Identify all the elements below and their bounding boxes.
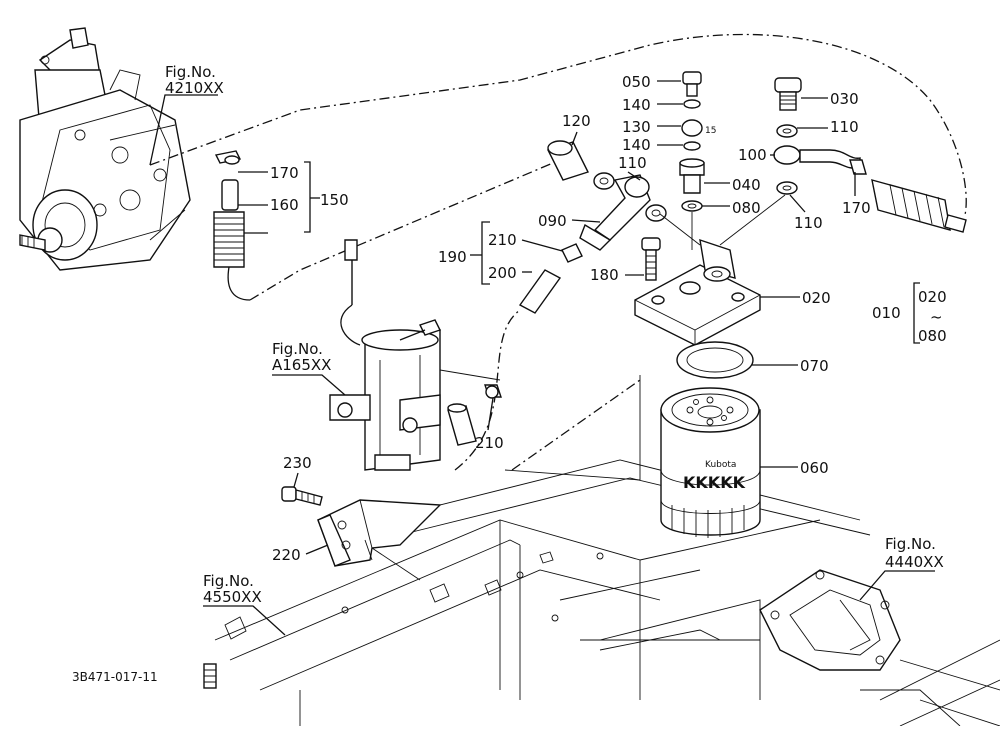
part-080b: 080 <box>918 327 947 345</box>
part-140b: 140 <box>622 136 651 154</box>
bolt-stack <box>679 71 705 212</box>
fig-label-housing: Fig.No. <box>885 535 936 553</box>
fig-code-frame: 4550XX <box>203 588 262 606</box>
part-030: 030 <box>830 90 859 108</box>
part-010: 010 <box>872 304 901 322</box>
bolt-mark: 15 <box>705 126 716 136</box>
part-140a: 140 <box>622 96 651 114</box>
part-050: 050 <box>622 73 651 91</box>
part-200: 200 <box>488 264 517 282</box>
part-120: 120 <box>562 112 591 130</box>
part-220: 220 <box>272 546 301 564</box>
drawing-number: 3B471-017-11 <box>72 670 158 684</box>
fuel-filter-060 <box>660 387 761 538</box>
small-hose <box>447 384 502 446</box>
banjo-fitting <box>547 140 667 251</box>
part-070: 070 <box>800 357 829 375</box>
bolt-180 <box>641 237 661 281</box>
filter-brand: Kubota <box>705 460 736 470</box>
fig-label-bracket: Fig.No. <box>272 340 323 358</box>
fig-code-bracket: A165XX <box>272 356 331 374</box>
part-060: 060 <box>800 459 829 477</box>
filter-band: KKKKK <box>683 473 746 492</box>
part-130: 130 <box>622 118 651 136</box>
fig-label-pump: Fig.No. <box>165 63 216 81</box>
part-080a: 080 <box>732 199 761 217</box>
mounting-bracket <box>329 239 441 471</box>
part-190: 190 <box>438 248 467 266</box>
part-210b: 210 <box>475 434 504 452</box>
part-020: 020 <box>802 289 831 307</box>
part-180: 180 <box>590 266 619 284</box>
injection-pump <box>19 27 191 271</box>
part-150: 150 <box>320 191 349 209</box>
part-230: 230 <box>283 454 312 472</box>
transmission-housing <box>759 569 1000 727</box>
part-210a: 210 <box>488 231 517 249</box>
part-160: 160 <box>270 196 299 214</box>
filter-bracket-220 <box>317 499 442 567</box>
part-110b: 110 <box>830 118 859 136</box>
frame-chassis <box>203 459 871 726</box>
part-110c: 110 <box>794 214 823 232</box>
part-170b: 170 <box>842 199 871 217</box>
part-040: 040 <box>732 176 761 194</box>
o-ring-070 <box>676 341 754 379</box>
part-090: 090 <box>538 212 567 230</box>
part-020b: 020 <box>918 288 947 306</box>
part-110a: 110 <box>618 154 647 172</box>
range-sep: ~ <box>930 308 943 326</box>
fig-code-housing: 4440XX <box>885 553 944 571</box>
part-170a: 170 <box>270 164 299 182</box>
part-100: 100 <box>738 146 767 164</box>
filter-head <box>634 238 761 346</box>
bolt-230 <box>281 486 323 506</box>
return-pipe <box>773 77 967 233</box>
fuel-hose-200 <box>518 243 583 314</box>
fig-label-frame: Fig.No. <box>203 572 254 590</box>
fig-code-pump: 4210XX <box>165 79 224 97</box>
clamp-spring-assembly <box>213 150 251 301</box>
